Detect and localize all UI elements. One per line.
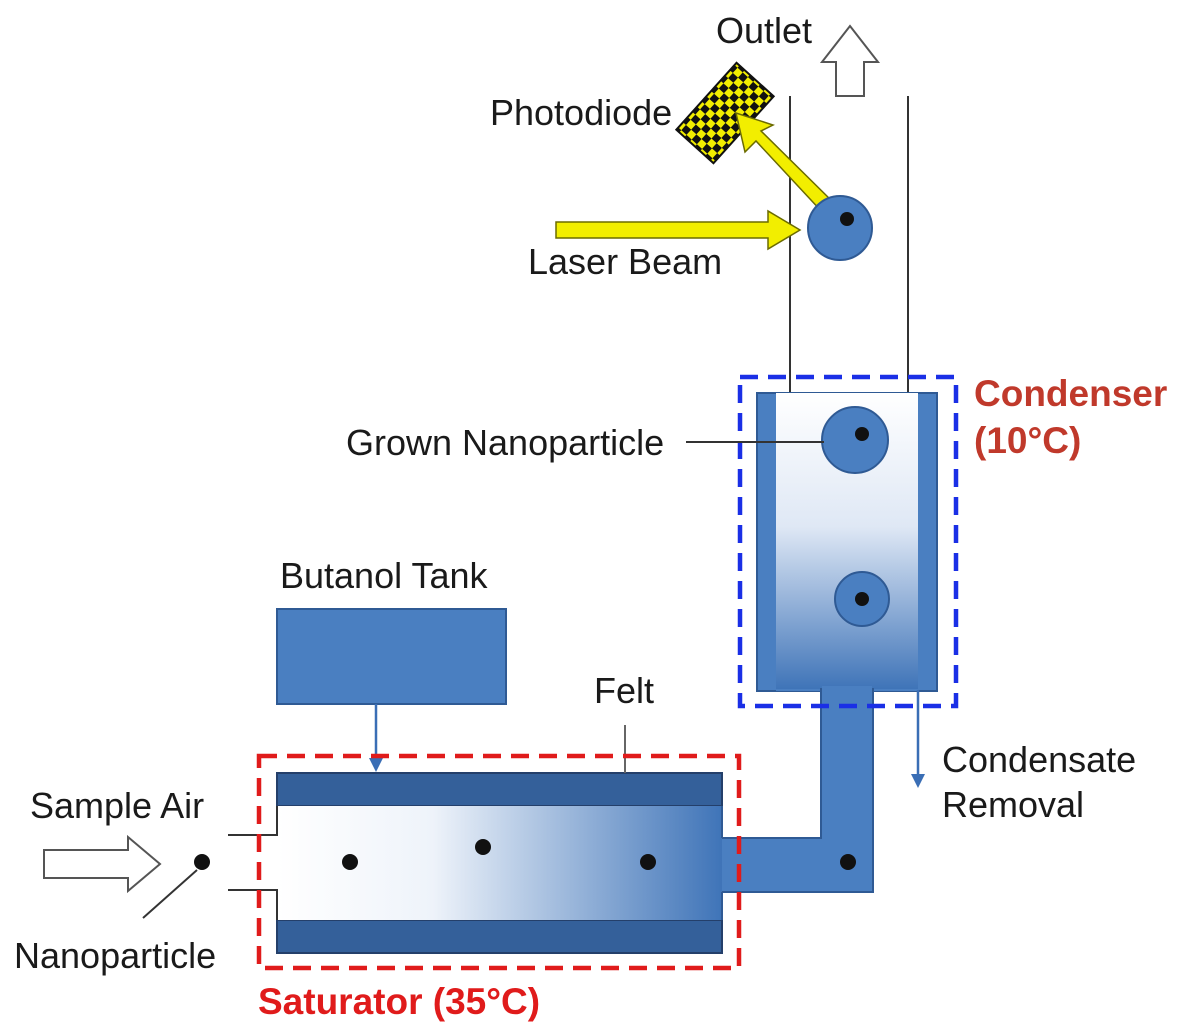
label-saturator: Saturator (35°C) bbox=[258, 981, 540, 1022]
butanol-feed-arrowhead bbox=[369, 758, 383, 772]
label-butanol-tank: Butanol Tank bbox=[280, 555, 488, 596]
grown-particle bbox=[821, 406, 889, 474]
label-sample-air: Sample Air bbox=[30, 785, 204, 826]
label-laser-beam: Laser Beam bbox=[528, 241, 722, 282]
felt-top bbox=[276, 772, 723, 807]
connector-particle bbox=[840, 854, 856, 870]
label-condenser-temp: (10°C) bbox=[974, 420, 1081, 461]
detected-particle-core bbox=[840, 212, 854, 226]
label-photodiode: Photodiode bbox=[490, 92, 672, 133]
sample-air-arrow bbox=[43, 834, 162, 894]
laser-beam-arrow bbox=[555, 209, 802, 251]
grown-particle-core bbox=[855, 427, 869, 441]
saturator-particle-3 bbox=[640, 854, 656, 870]
label-removal: Removal bbox=[942, 784, 1084, 825]
nanoparticle-pointer bbox=[142, 869, 198, 919]
photodiode-icon bbox=[674, 61, 776, 165]
growing-particle-core bbox=[855, 592, 869, 606]
inlet-wall-top bbox=[228, 806, 278, 836]
connector-joint-fill bbox=[822, 836, 872, 842]
saturator-particle-1 bbox=[342, 854, 358, 870]
outlet-arrow bbox=[819, 24, 881, 97]
inlet-nanoparticle bbox=[194, 854, 210, 870]
label-condensate: Condensate bbox=[942, 739, 1136, 780]
connector-joint-fill2 bbox=[822, 686, 872, 694]
label-nanoparticle: Nanoparticle bbox=[14, 935, 216, 976]
condensate-removal-arrowhead bbox=[911, 774, 925, 788]
label-outlet: Outlet bbox=[716, 10, 812, 51]
saturator-dashed-border bbox=[256, 753, 742, 971]
butanol-tank bbox=[276, 608, 507, 705]
scatter-arrow bbox=[734, 111, 838, 216]
detected-particle bbox=[807, 195, 873, 261]
saturator-particle-2 bbox=[475, 839, 491, 855]
condenser-dashed-border bbox=[737, 374, 959, 709]
inlet-wall-bottom bbox=[228, 889, 278, 920]
label-grown-nanoparticle: Grown Nanoparticle bbox=[346, 422, 664, 463]
label-felt: Felt bbox=[594, 670, 654, 711]
felt-bottom bbox=[276, 919, 723, 954]
label-condenser: Condenser bbox=[974, 373, 1167, 414]
